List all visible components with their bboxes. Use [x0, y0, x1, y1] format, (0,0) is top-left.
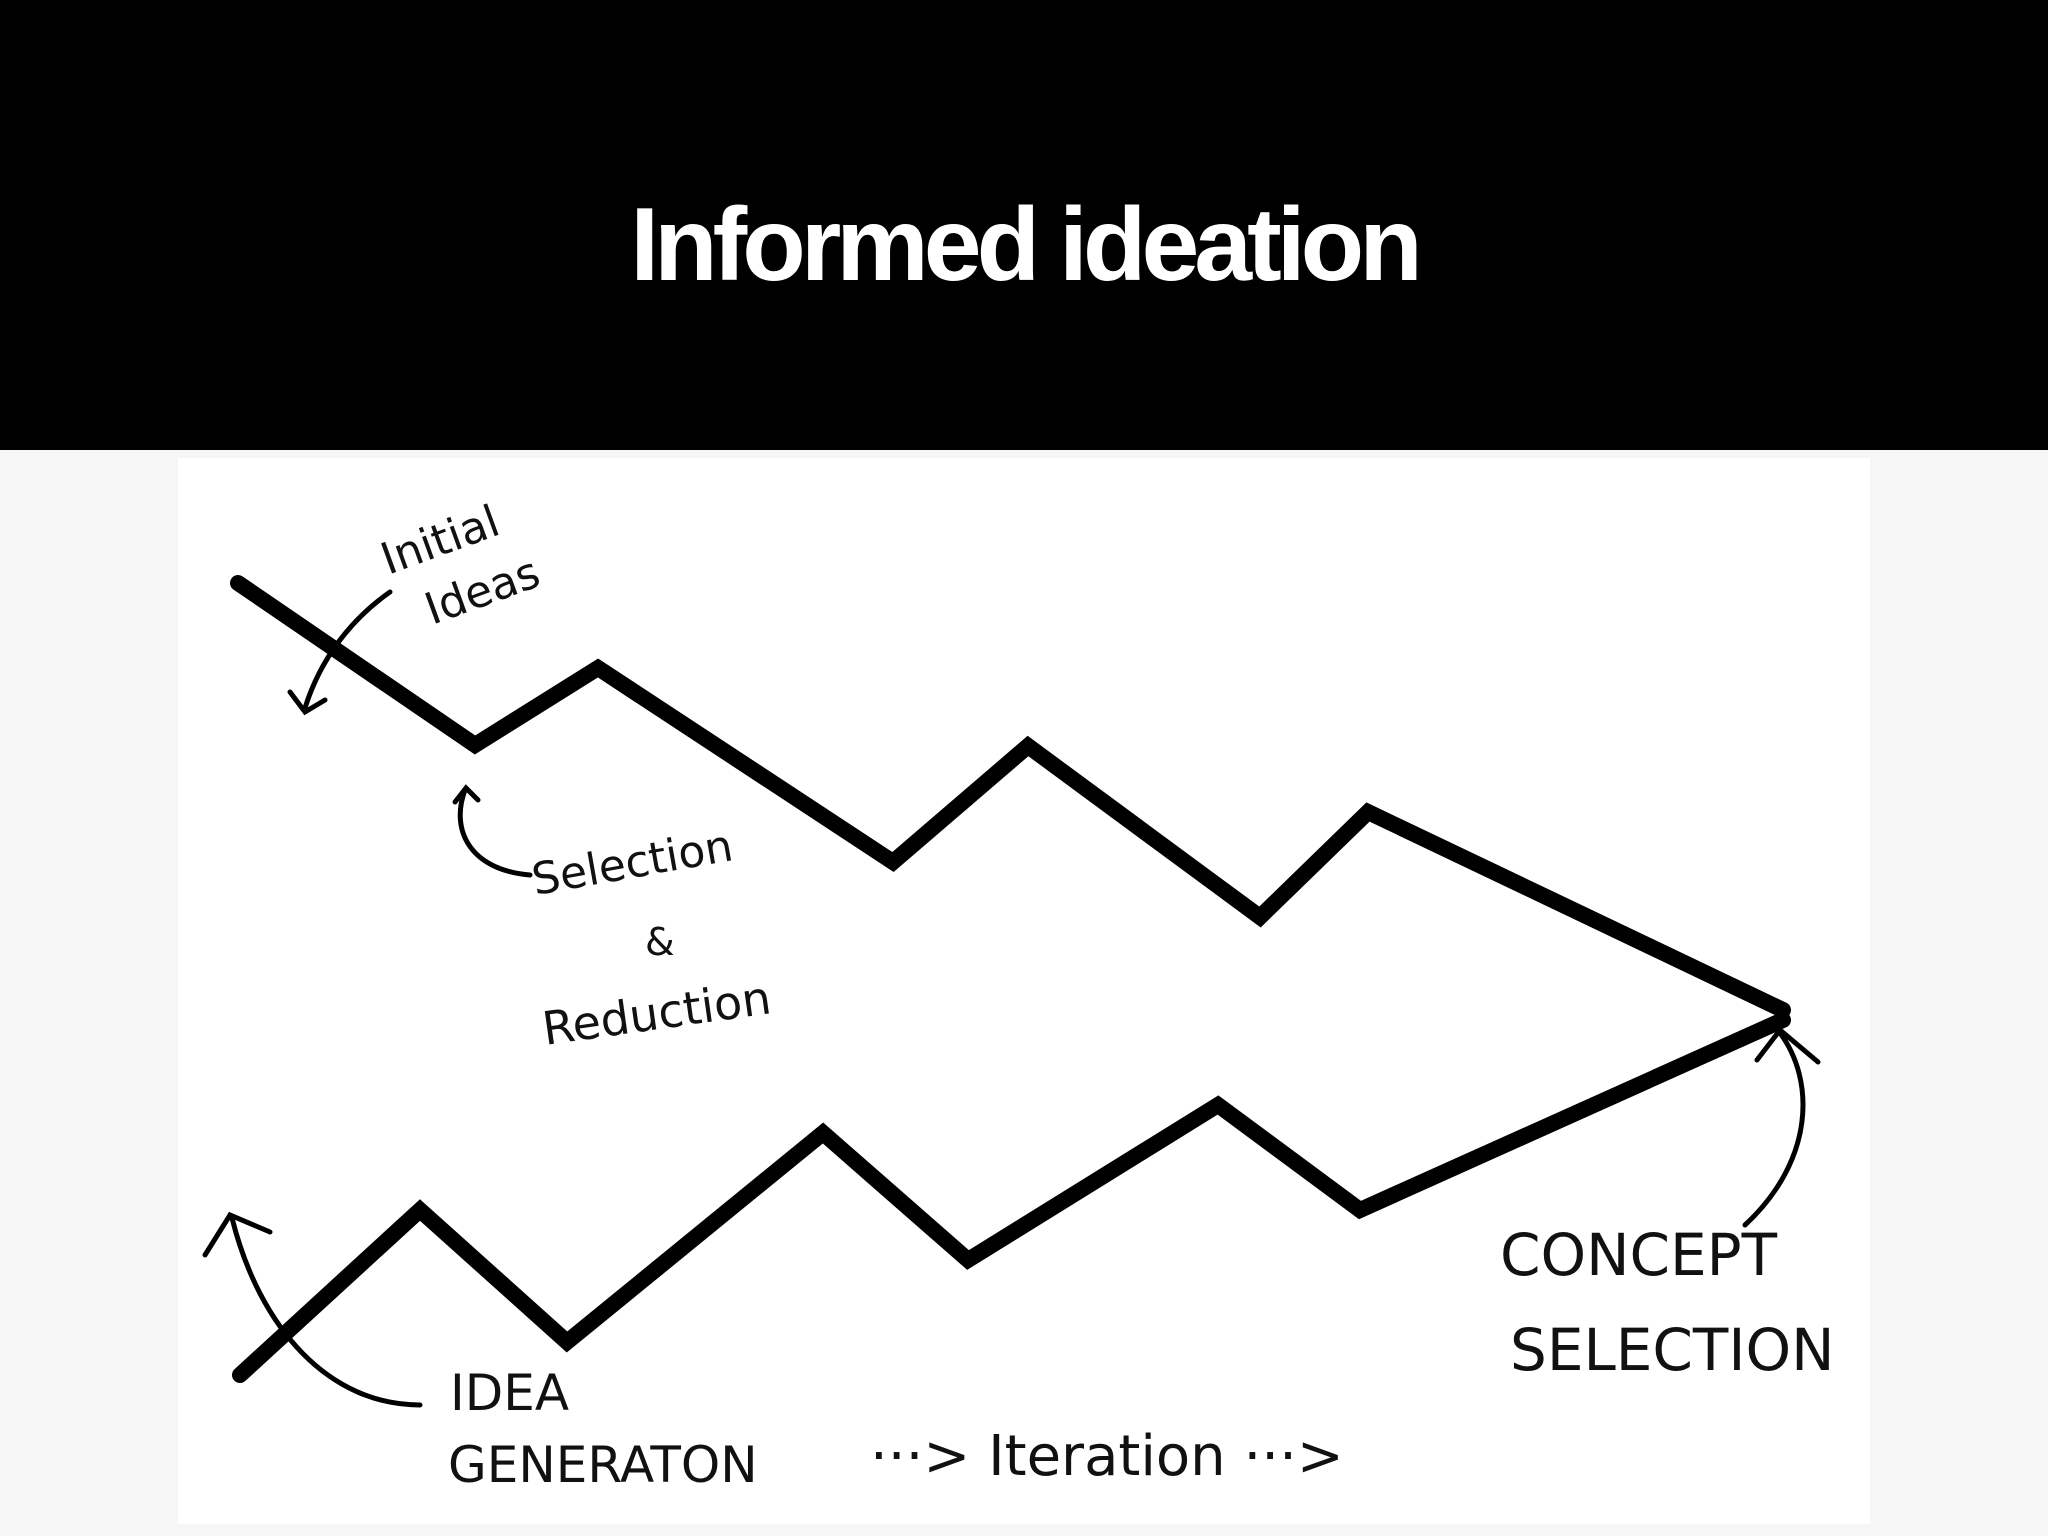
slide-title: Informed ideation	[630, 187, 1422, 303]
initial-ideas-arrow	[287, 589, 393, 716]
selection-arrow	[452, 784, 533, 878]
idea-generation-label-2: GENERATON	[448, 1436, 758, 1494]
reduction-label: Reduction	[539, 970, 774, 1055]
sketch-panel	[178, 458, 1870, 1524]
concept-selection-arrow	[1742, 1026, 1821, 1228]
ampersand-label: &	[645, 920, 675, 964]
idea-generation-label-1: IDEA	[450, 1364, 569, 1422]
concept-selection-label-2: SELECTION	[1510, 1316, 1835, 1384]
concept-selection-label-1: CONCEPT	[1500, 1221, 1778, 1289]
lower-zigzag-line	[232, 1012, 1791, 1383]
selection-label: Selection	[528, 820, 737, 905]
title-bar: Informed ideation	[0, 0, 2048, 450]
idea-generation-arrow	[202, 1211, 423, 1408]
upper-zigzag-line	[230, 575, 1791, 1018]
iteration-label: ···> Iteration ···>	[870, 1424, 1344, 1489]
